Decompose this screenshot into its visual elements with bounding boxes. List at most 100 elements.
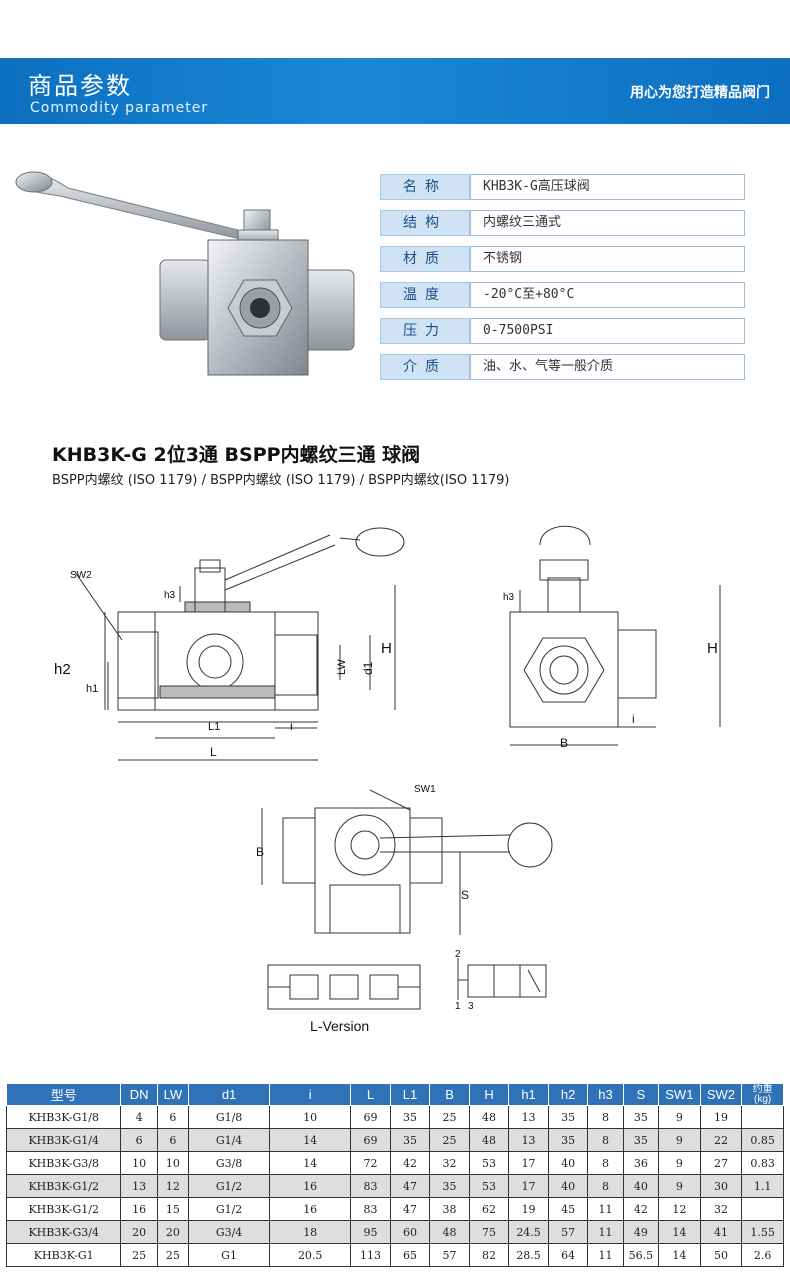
col-header: SW2 [699,1083,743,1106]
table-cell: 53 [468,1151,510,1175]
table-cell: 6 [120,1128,158,1152]
spec-row: 材质 不锈钢 [380,246,745,272]
label-l1: L1 [208,721,220,733]
spec-value: KHB3K-G高压球阀 [470,174,745,200]
table-cell: 12 [156,1174,190,1198]
table-cell: 65 [389,1243,431,1267]
table-cell: KHB3K-G1/2 [5,1197,122,1221]
table-cell [741,1105,784,1129]
table-cell: 83 [350,1197,391,1221]
spec-key: 介质 [380,354,470,380]
table-cell: 42 [389,1151,431,1175]
table-cell: 16 [269,1197,352,1221]
label-port-3: 3 [468,1001,474,1012]
table-cell: G1/8 [187,1105,271,1129]
col-header: S [622,1083,660,1106]
table-cell: 8 [587,1105,624,1129]
table-cell: 60 [389,1220,431,1244]
table-cell: 82 [468,1243,510,1267]
table-cell: KHB3K-G1 [5,1243,122,1267]
table-cell: 42 [622,1197,660,1221]
spec-key: 结构 [380,210,470,236]
table-cell: 20.5 [269,1243,352,1267]
col-header: LW [156,1083,190,1106]
table-cell: 12 [658,1197,701,1221]
valve-photo [15,171,355,376]
spec-key: 压力 [380,318,470,344]
table-cell: 20 [120,1220,158,1244]
table-cell: 32 [699,1197,743,1221]
spec-key: 材质 [380,246,470,272]
label-h-front: H [707,640,718,657]
table-cell: 16 [120,1197,158,1221]
label-b-top: B [256,845,264,859]
table-cell: 75 [468,1220,510,1244]
weight-unit: (kg) [754,1093,772,1105]
spec-value: 0-7500PSI [470,318,745,344]
table-cell: KHB3K-G1/2 [5,1174,122,1198]
table-cell: 9 [658,1105,701,1129]
label-h: H [381,640,392,657]
table-cell: 25 [429,1105,470,1129]
table-cell: 8 [587,1151,624,1175]
spec-row: 名称 KHB3K-G高压球阀 [380,174,745,200]
table-cell: G1/4 [187,1128,271,1152]
label-h3: h3 [164,590,176,601]
table-cell: 38 [429,1197,470,1221]
table-cell: 4 [120,1105,158,1129]
table-cell: 48 [468,1128,510,1152]
table-cell: G1/2 [187,1174,271,1198]
spec-row: 压力 0-7500PSI [380,318,745,344]
label-s: S [461,888,469,902]
table-cell: 13 [120,1174,158,1198]
table-cell: G1 [187,1243,271,1267]
table-cell: 9 [658,1174,701,1198]
table-cell: 47 [389,1174,431,1198]
table-cell: 9 [658,1151,701,1175]
label-l-version: L-Version [310,1018,369,1034]
table-cell: 56.5 [622,1243,660,1267]
table-cell: 13 [508,1128,549,1152]
table-cell: 22 [699,1128,743,1152]
table-cell: 14 [269,1151,352,1175]
table-cell: 11 [587,1243,624,1267]
col-header: L1 [389,1083,431,1106]
label-h3-front: h3 [503,592,515,603]
table-cell: 35 [429,1174,470,1198]
col-header-weight: 约重 (kg) [741,1083,784,1106]
technical-drawing: SW2 h3 h2 h1 L1 L i LW d1 H h3 H B i SW1… [54,525,721,1034]
table-cell: 48 [468,1105,510,1129]
table-cell: 57 [429,1243,470,1267]
table-cell: 27 [699,1151,743,1175]
label-i-front: i [632,712,635,726]
col-header: L [350,1083,391,1106]
table-cell: 6 [156,1105,190,1129]
table-cell: 47 [389,1197,431,1221]
table-cell: KHB3K-G3/8 [5,1151,122,1175]
table-cell: 10 [269,1105,352,1129]
label-port-1: 1 [455,1001,461,1012]
spec-row: 介质 油、水、气等一般介质 [380,354,745,380]
label-port-2: 2 [455,949,461,960]
product-subtitle: BSPP内螺纹 (ISO 1179) / BSPP内螺纹 (ISO 1179) … [52,473,510,488]
table-cell: 8 [587,1128,624,1152]
label-h1: h1 [86,683,98,695]
table-cell: 62 [468,1197,510,1221]
label-i: i [290,719,293,733]
table-cell: 35 [389,1128,431,1152]
table-cell: KHB3K-G3/4 [5,1220,122,1244]
table-cell: 72 [350,1151,391,1175]
table-cell: 30 [699,1174,743,1198]
table-cell: 35 [622,1128,660,1152]
spec-value: 内螺纹三通式 [470,210,745,236]
table-cell: 45 [547,1197,589,1221]
col-header: DN [120,1083,158,1106]
table-cell: 14 [658,1220,701,1244]
table-cell: 35 [547,1105,589,1129]
col-header: h2 [547,1083,589,1106]
spec-value: 油、水、气等一般介质 [470,354,745,380]
table-cell: 15 [156,1197,190,1221]
